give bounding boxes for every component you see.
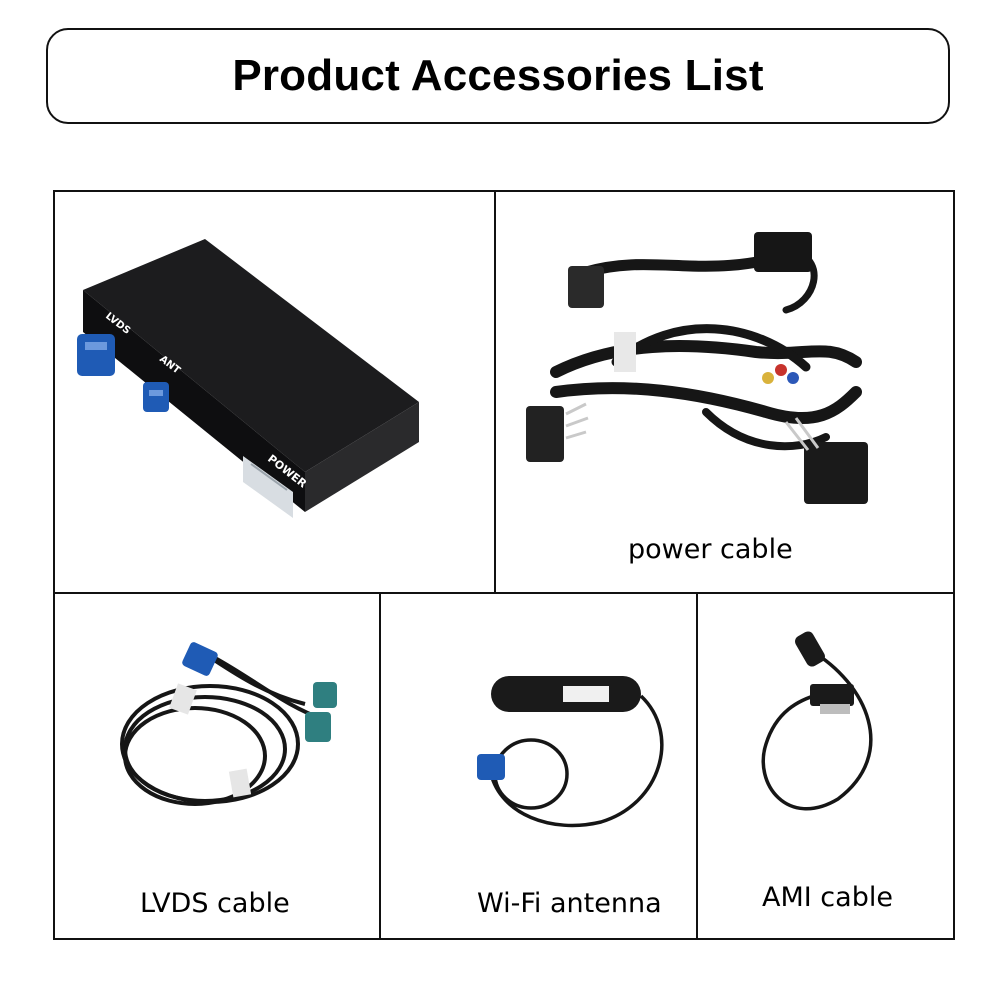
module-front-face — [83, 290, 305, 512]
power-port-connector — [243, 456, 293, 518]
caption-power-cable: power cable — [628, 534, 793, 565]
power-connector-right — [804, 442, 868, 504]
power-connector-top-left — [568, 266, 604, 308]
power-label-tag — [614, 332, 636, 372]
item-power-cable: power cable — [496, 192, 953, 592]
ami-connector-body — [810, 684, 854, 706]
lvds-port-connector — [77, 334, 115, 376]
divider-vertical-bottom-left — [379, 592, 381, 940]
item-main-module: LVDS ANT POWER — [55, 192, 494, 592]
power-cable-illustration — [526, 232, 868, 504]
item-wifi-antenna: Wi-Fi antenna — [381, 594, 696, 938]
ant-port-connector — [143, 382, 169, 412]
lvds-connector-blue — [182, 642, 218, 676]
item-ami-cable: AMI cable — [698, 594, 953, 938]
title-banner: Product Accessories List — [46, 28, 950, 124]
page-title: Product Accessories List — [232, 51, 764, 100]
main-module-illustration: LVDS ANT POWER — [77, 239, 419, 518]
antenna-warning-sticker — [563, 686, 609, 702]
lvds-label-tag-2 — [228, 768, 252, 798]
antenna-connector — [477, 754, 505, 780]
ami-connector-pins — [820, 704, 850, 714]
lvds-cable-illustration — [120, 642, 337, 806]
divider-horizontal — [53, 592, 955, 594]
divider-vertical-bottom-right — [696, 592, 698, 940]
caption-wifi-antenna: Wi-Fi antenna — [477, 888, 662, 919]
module-side-face — [305, 402, 419, 512]
lvds-connector-teal-1 — [313, 682, 337, 708]
caption-lvds-cable: LVDS cable — [140, 888, 290, 919]
lvds-connector-teal-2 — [305, 712, 331, 742]
divider-vertical-top — [494, 190, 496, 593]
ami-connector-top — [795, 631, 825, 667]
ami-cable-illustration — [761, 631, 873, 811]
power-connector-left — [526, 406, 564, 462]
module-top-face — [83, 239, 419, 472]
wifi-antenna-illustration — [477, 676, 664, 828]
accessories-grid — [53, 190, 955, 940]
lvds-label-tag-1 — [169, 683, 197, 715]
caption-ami-cable: AMI cable — [762, 882, 893, 913]
power-connector-top-right — [754, 232, 812, 272]
item-lvds-cable: LVDS cable — [55, 594, 379, 938]
